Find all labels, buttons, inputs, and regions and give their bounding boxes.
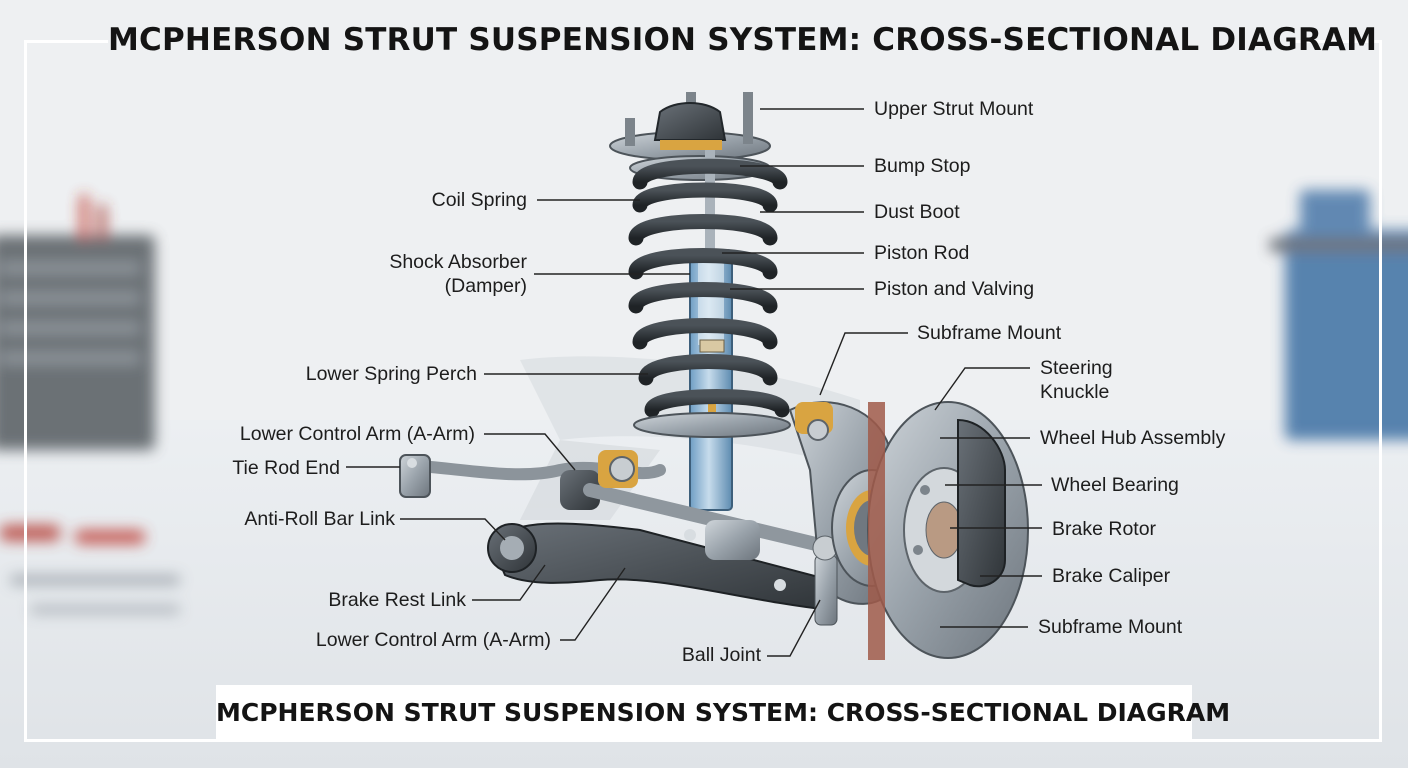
coil-spring bbox=[628, 158, 790, 418]
label-steering-knuckle: Steering Knuckle bbox=[1040, 357, 1113, 403]
label-subframe-mount-upper: Subframe Mount bbox=[917, 322, 1062, 344]
label-upper-strut-mount: Upper Strut Mount bbox=[874, 98, 1034, 120]
label-piston-and-valving: Piston and Valving bbox=[874, 278, 1035, 300]
label-lower-spring-perch: Lower Spring Perch bbox=[305, 363, 477, 385]
label-dust-boot: Dust Boot bbox=[874, 201, 960, 223]
label-lower-control-arm-lower: Lower Control Arm (A-Arm) bbox=[315, 629, 551, 651]
lower-control-arm bbox=[487, 520, 831, 612]
label-brake-caliper: Brake Caliper bbox=[1052, 565, 1171, 587]
label-ball-joint: Ball Joint bbox=[681, 644, 761, 666]
label-tie-rod-end: Tie Rod End bbox=[232, 457, 340, 479]
workshop-machine-right bbox=[1285, 230, 1408, 440]
label-subframe-mount-lower: Subframe Mount bbox=[1038, 616, 1183, 638]
lower-spring-perch bbox=[633, 412, 791, 438]
label-wheel-bearing: Wheel Bearing bbox=[1051, 474, 1179, 496]
tool-cabinet-left bbox=[0, 235, 155, 450]
leader-lines bbox=[346, 108, 1042, 657]
shock-absorber bbox=[689, 150, 733, 511]
diagram-title-bottom: MCPHERSON STRUT SUSPENSION SYSTEM: CROSS… bbox=[216, 685, 1230, 741]
label-shock-absorber: Shock Absorber (Damper) bbox=[389, 251, 527, 297]
label-wheel-hub-assembly: Wheel Hub Assembly bbox=[1040, 427, 1226, 449]
diagram-title-top: MCPHERSON STRUT SUSPENSION SYSTEM: CROSS… bbox=[108, 18, 1377, 62]
anti-roll-bar-link bbox=[560, 450, 827, 552]
label-bump-stop: Bump Stop bbox=[874, 155, 971, 177]
label-lower-control-arm-upper: Lower Control Arm (A-Arm) bbox=[239, 423, 475, 445]
brake-caliper bbox=[957, 418, 1006, 588]
label-piston-rod: Piston Rod bbox=[874, 242, 970, 264]
label-brake-rotor: Brake Rotor bbox=[1052, 518, 1157, 540]
label-brake-rest-link: Brake Rest Link bbox=[328, 589, 466, 611]
label-anti-roll-bar-link: Anti-Roll Bar Link bbox=[244, 508, 395, 530]
label-coil-spring: Coil Spring bbox=[431, 189, 527, 211]
